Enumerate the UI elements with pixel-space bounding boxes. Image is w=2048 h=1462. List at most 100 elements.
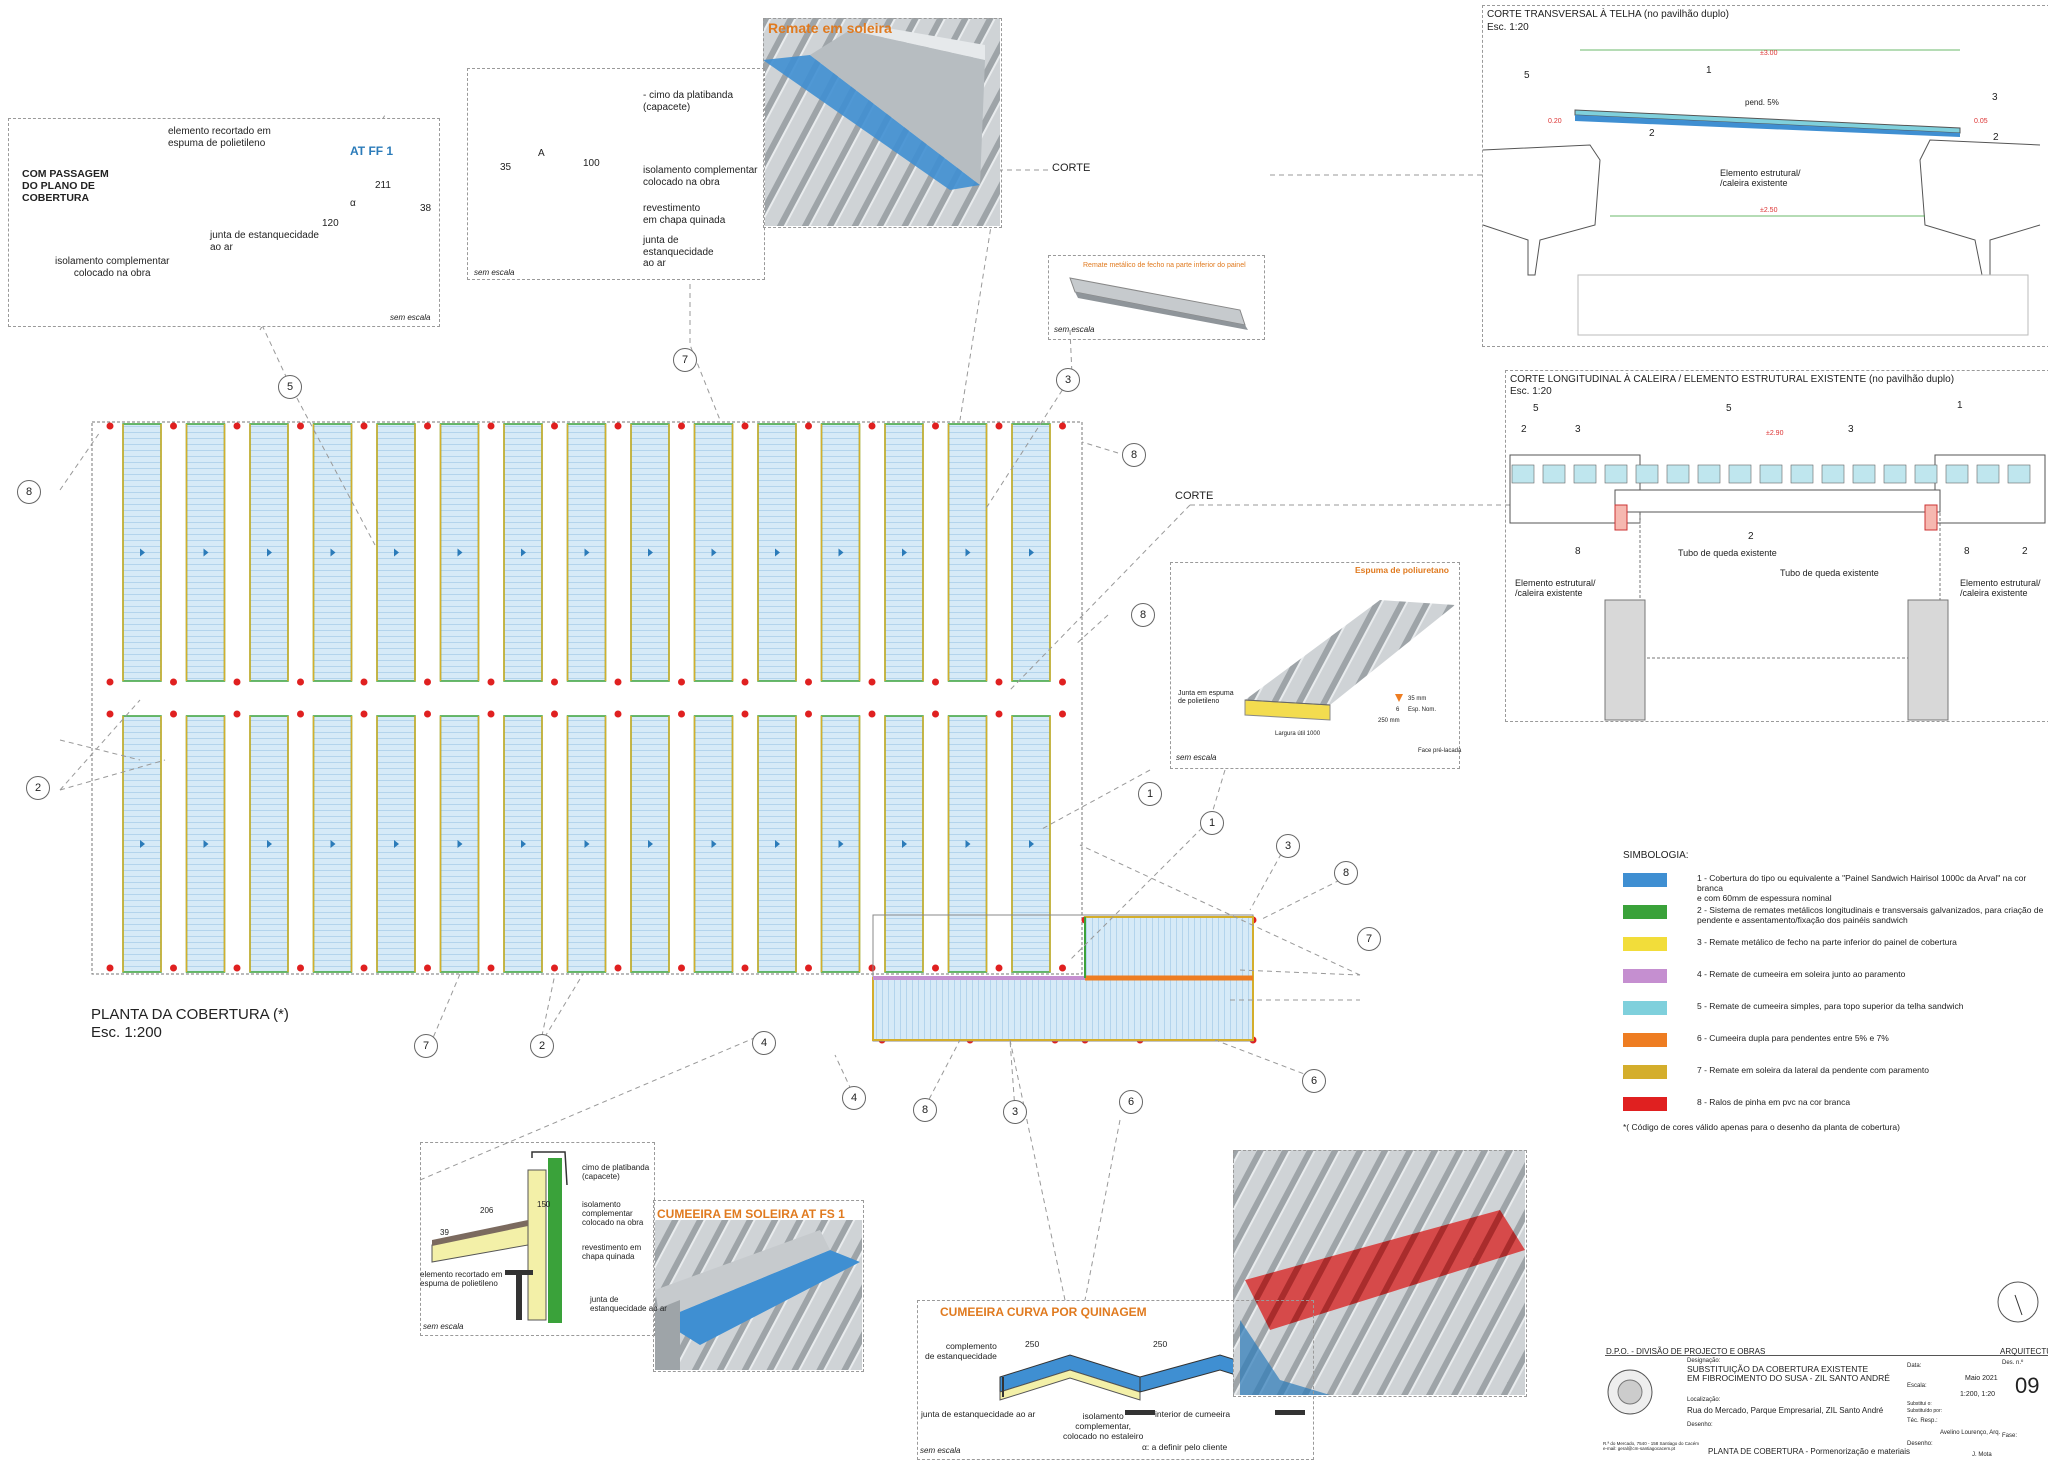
espuma-width: Largura útil 1000 [1275, 731, 1321, 737]
fs1-label-4: elemento recortado em espuma de polietil… [420, 1270, 503, 1289]
callout-6b: 6 [1302, 1069, 1326, 1093]
drain-dot [932, 964, 939, 972]
slope-arrow [140, 548, 145, 557]
slope-arrow [203, 840, 209, 848]
soleira-dim-a: A [538, 148, 545, 159]
drain-dot [868, 964, 876, 972]
tb-org: D.P.O. - DIVISÃO DE PROJECTO E OBRAS [1606, 1347, 1766, 1356]
cumeeira-red-3d [1233, 1150, 1525, 1395]
section-tile [2007, 464, 2031, 484]
slope-arrow [140, 840, 145, 848]
drain-dot [551, 964, 558, 972]
remate-fecho-caption: Remate metálico de fecho na parte inferi… [1083, 262, 1246, 269]
cl-n3b: 3 [1848, 424, 1854, 435]
soleira-label-3: revestimento em chapa quinada [643, 203, 726, 226]
tb-address: R.ª do Mercado, 7540 - 158 Santiago do C… [1603, 1441, 1699, 1451]
legend-item-text: 6 - Cumeeira dupla para pendentes entre … [1697, 1033, 1889, 1043]
drain-dot [932, 422, 939, 430]
legend-swatch [1623, 969, 1667, 983]
slope-arrow [267, 548, 272, 557]
drain-dot [995, 422, 1003, 430]
tb-des: J. Mota [1972, 1452, 1992, 1458]
slope-arrow [965, 548, 971, 557]
remate-soleira-3d [763, 18, 1000, 226]
tb-des-label: Desenho: [1907, 1441, 1933, 1447]
ct-title: CORTE TRANSVERSAL À TELHA (no pavilhão d… [1487, 9, 1729, 20]
callout-1a: 1 [1138, 782, 1162, 806]
legend-swatch [1623, 1001, 1667, 1015]
section-tile [1697, 464, 1721, 484]
ct-n3: 3 [1992, 92, 1998, 103]
slope-arrow [648, 548, 653, 557]
legend-item-text: 8 - Ralos de pinha em pvc na cor branca [1697, 1097, 1851, 1107]
drain-dot [868, 422, 876, 430]
ct-dim-top: ±3.00 [1760, 50, 1778, 57]
slope-arrow [838, 548, 844, 557]
drain-dot [297, 678, 304, 686]
ct-dim-bottom: ±2.50 [1760, 207, 1778, 214]
remate-fecho-note: sem escala [1054, 325, 1095, 334]
drain-dot [805, 964, 812, 972]
drain-dot [741, 678, 749, 686]
callout-8c: 8 [1131, 603, 1155, 627]
drain-dot [360, 710, 368, 718]
fs1-dim-39: 39 [440, 1228, 449, 1237]
cl-tubo-2: Tubo de queda existente [1780, 568, 1879, 578]
remate-soleira-title: Remate em soleira [768, 20, 892, 36]
drain-dot [995, 710, 1003, 718]
drain-dot [233, 710, 241, 718]
callout-4b: 4 [842, 1086, 866, 1110]
drain-dot [551, 710, 558, 718]
slope-arrow [521, 840, 526, 848]
drain-dot [1059, 964, 1066, 972]
legend-swatch [1623, 1097, 1667, 1111]
drain-dot [106, 678, 114, 686]
section-tile [1573, 464, 1597, 484]
espuma-box [1170, 562, 1460, 769]
fs1-dim-206: 206 [480, 1206, 494, 1215]
remate-fecho-3d [1069, 277, 1248, 330]
slope-arrow [584, 840, 590, 848]
ff1-heading: COM PASSAGEM DO PLANO DE COBERTURA [22, 168, 109, 205]
slope-arrow [711, 840, 717, 848]
curva-title: CUMEEIRA CURVA POR QUINAGEM [940, 1305, 1147, 1319]
fs1-label-2: isolamento complementar colocado na obra [582, 1200, 644, 1228]
ff1-label-3: isolamento complementar colocado na obra [55, 256, 170, 279]
drain-dot [995, 964, 1003, 972]
legend-item-text: 5 - Remate de cumeeira simples, para top… [1697, 1001, 1964, 1011]
soleira-note: sem escala [474, 268, 515, 277]
tb-designacao-label: Designação: [1687, 1358, 1721, 1364]
curva-dim-2: 250 [1153, 1339, 1168, 1349]
tb-localizacao-label: Localização: [1687, 1397, 1721, 1403]
detail-soleira-box [467, 68, 765, 280]
callout-1b: 1 [1200, 811, 1224, 835]
drain-dot [297, 964, 304, 972]
slope-arrow [838, 840, 844, 848]
cl-n1: 1 [1957, 400, 1963, 411]
drain-dot [551, 422, 558, 430]
roof-panel-strip [185, 715, 226, 973]
callout-2b: 2 [530, 1034, 554, 1058]
espuma-title: Espuma de poliuretano [1355, 565, 1449, 575]
espuma-note: sem escala [1176, 753, 1217, 762]
tb-localizacao: Rua do Mercado, Parque Empresarial, ZIL … [1687, 1406, 1884, 1415]
ct-label: Elemento estrutural/ /caleira existente [1720, 168, 1801, 189]
roof-panel-strip [249, 715, 289, 973]
section-tile [1666, 464, 1690, 484]
ct-scale: Esc. 1:20 [1487, 22, 1529, 33]
drain-dot [805, 710, 812, 718]
cl-n2b: 2 [1748, 531, 1754, 542]
drain-dot [614, 964, 622, 972]
drain-dot [932, 710, 939, 718]
drain-dot [424, 422, 431, 430]
drain-dot [678, 678, 685, 686]
drain-dot [170, 710, 177, 718]
slope-arrow [1029, 840, 1034, 848]
callout-8e: 8 [913, 1098, 937, 1122]
slope-arrow [711, 548, 717, 557]
corte-longitudinal-drawing [1509, 454, 2046, 721]
callout-8a: 8 [1122, 443, 1146, 467]
drain-dot [932, 678, 939, 686]
espuma-label-1: Junta em espuma de polietileno [1178, 690, 1234, 706]
section-tile [1728, 464, 1752, 484]
